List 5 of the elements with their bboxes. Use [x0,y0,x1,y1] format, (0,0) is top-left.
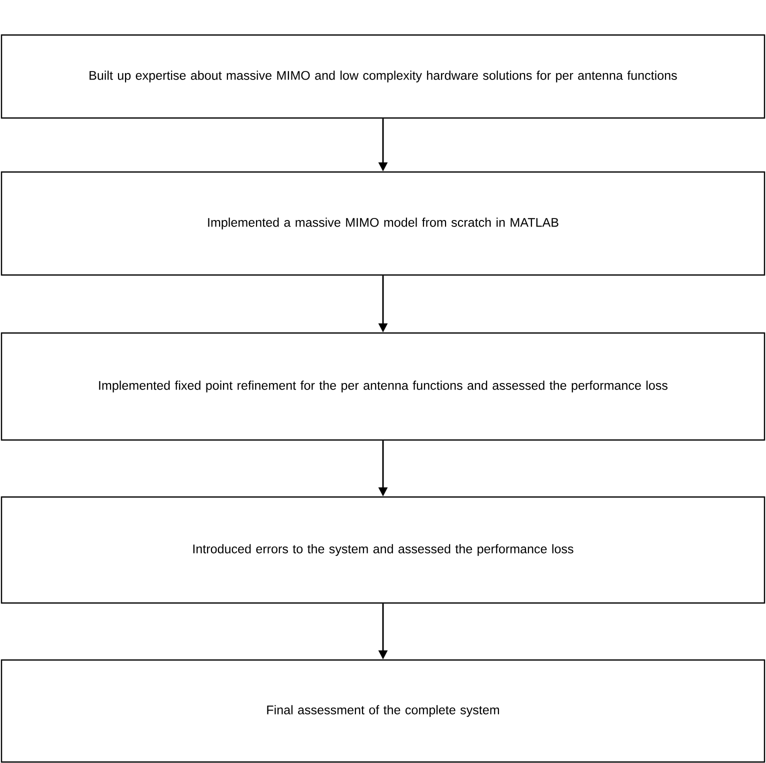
process-box: Introduced errors to the system and assessed the performance loss [0,496,766,604]
process-box: Implemented a massive MIMO model from scratch in MATLAB [0,171,766,276]
process-box: Final assessment of the complete system [0,659,766,763]
process-box: Built up expertise about massive MIMO and low complexity hardware solutions for per antenna functions [0,34,766,119]
process-box: Implemented fixed point refinement for the per antenna functions and assessed the performance loss [0,332,766,441]
